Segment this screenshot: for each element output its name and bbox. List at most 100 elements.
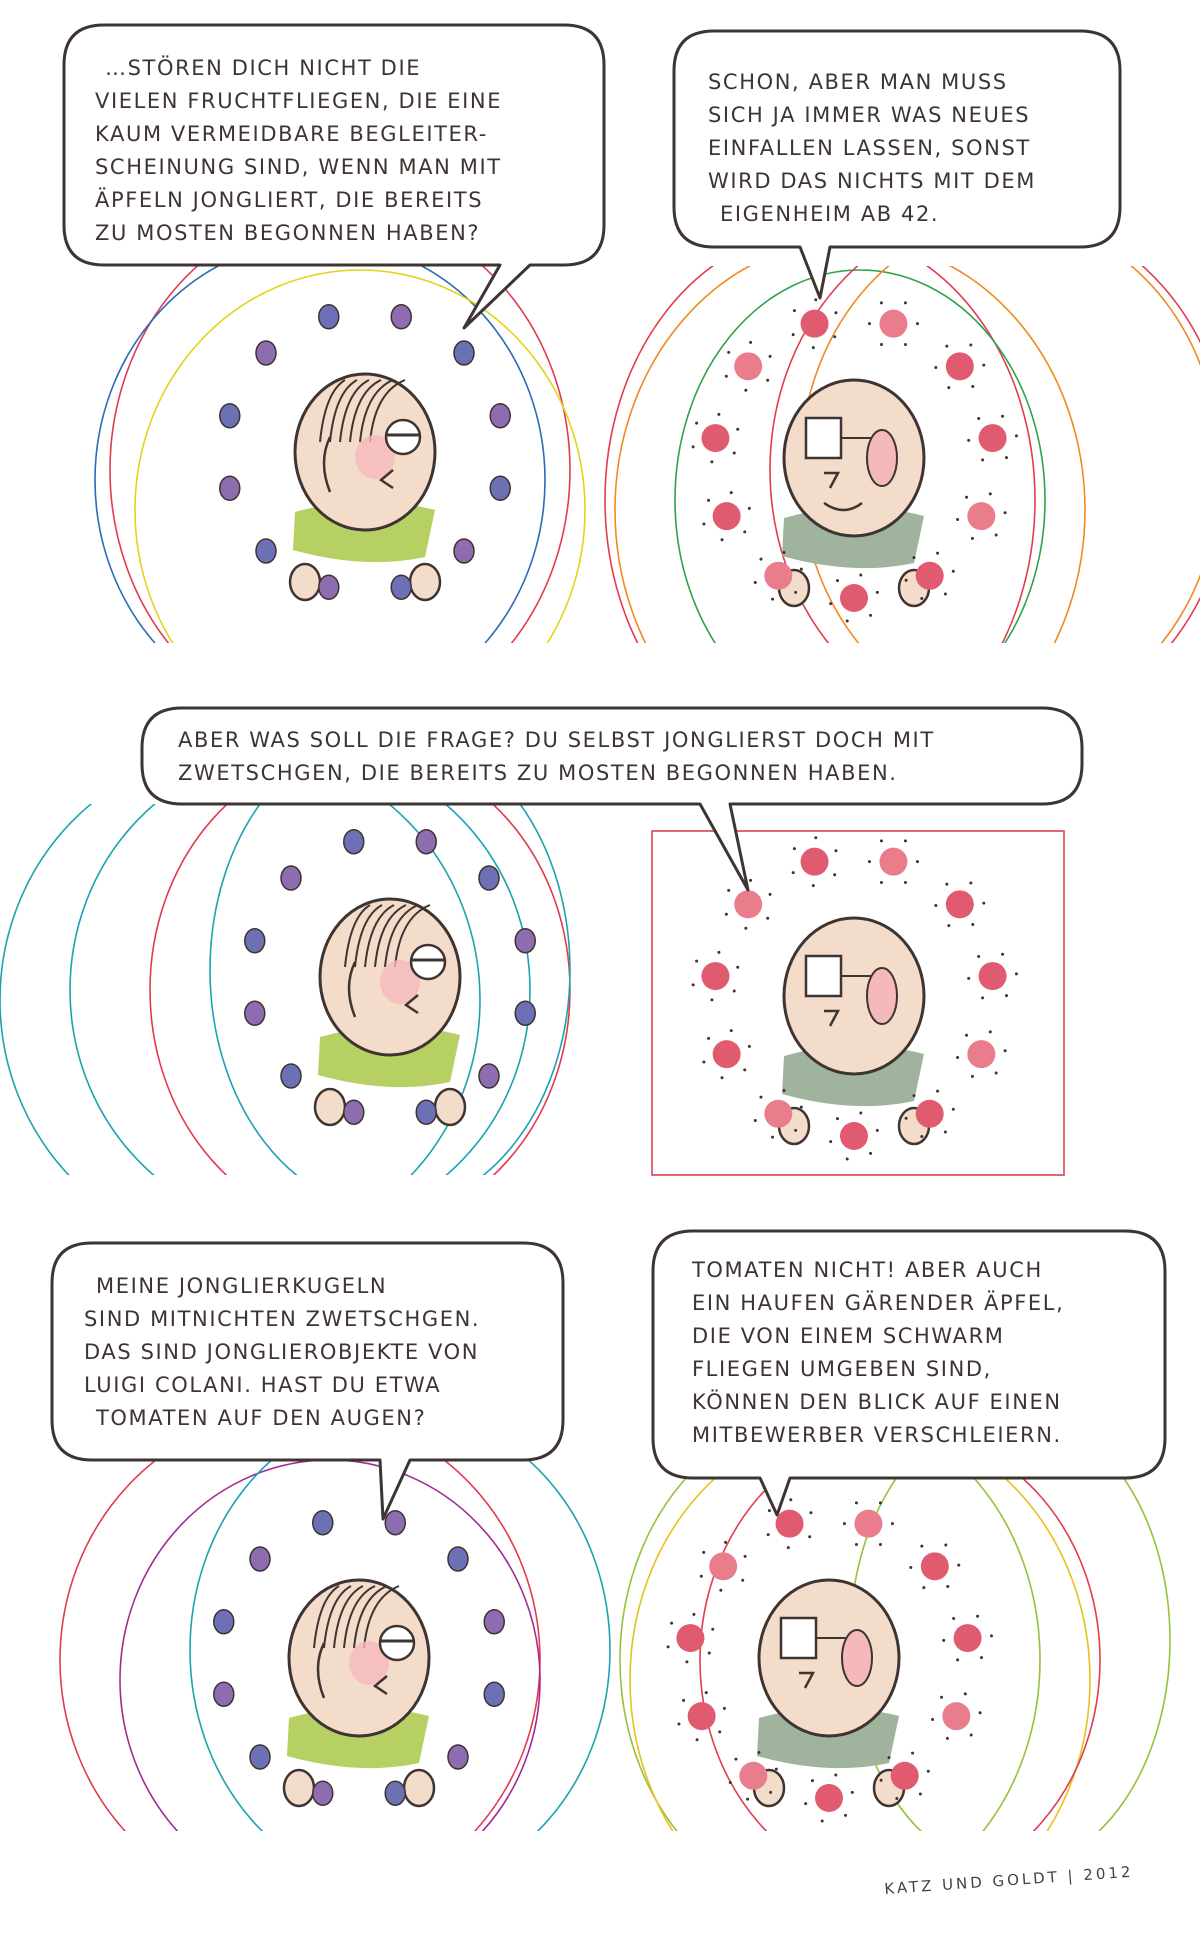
apple-ball	[945, 890, 974, 919]
mouth	[403, 994, 419, 1015]
plum-ball	[280, 865, 302, 891]
hair-line	[333, 1585, 364, 1649]
fruit-fly	[791, 871, 795, 875]
plum-ball	[318, 574, 340, 600]
fruit-fly	[833, 335, 837, 339]
fruit-fly	[976, 1614, 980, 1618]
fruit-fly	[1003, 511, 1007, 515]
fruit-fly	[850, 1790, 854, 1794]
apple-ball	[701, 424, 730, 453]
apple-ball	[945, 352, 974, 381]
fruit-fly	[931, 1718, 935, 1722]
fruit-fly	[804, 1802, 808, 1806]
colored-ring	[69, 804, 531, 1175]
apple-ball	[701, 962, 730, 991]
hair-line	[394, 904, 431, 968]
fruit-fly	[934, 365, 938, 369]
colored-ring	[134, 269, 586, 643]
fruit-fly	[963, 1692, 967, 1696]
fruit-fly	[988, 1030, 992, 1034]
fruit-fly	[879, 880, 883, 884]
apple-ball	[775, 1509, 804, 1538]
colored-ring	[189, 1460, 611, 1831]
fruit-fly	[729, 491, 733, 495]
fruit-fly	[704, 1691, 708, 1695]
fruit-fly	[911, 1751, 915, 1755]
fruit-fly	[810, 1779, 814, 1783]
hand	[288, 562, 322, 602]
apple-ball	[879, 309, 908, 338]
speech-bubble-1	[62, 23, 606, 330]
apple-ball	[942, 1702, 971, 1731]
fruit-fly	[720, 1076, 724, 1080]
colored-ring	[769, 266, 1200, 643]
fruit-fly	[717, 412, 721, 416]
fruit-fly	[744, 388, 748, 392]
fruit-fly	[732, 989, 736, 993]
apple-ball	[920, 1552, 949, 1581]
plum-ball	[219, 475, 241, 501]
hair-line	[343, 1585, 376, 1649]
fruit-fly	[792, 309, 796, 313]
fruit-fly	[767, 1509, 771, 1513]
fruit-fly	[946, 1585, 950, 1589]
fruit-fly	[685, 1660, 689, 1664]
hair-line	[339, 379, 370, 443]
apple-ball	[978, 424, 1007, 453]
apple-ball	[764, 561, 793, 590]
nose	[824, 471, 841, 489]
speech-bubble-4	[50, 1241, 565, 1521]
apple-ball	[734, 890, 763, 919]
fruit-fly	[710, 998, 714, 1002]
fruit-fly	[707, 1651, 711, 1655]
nose	[799, 1671, 816, 1689]
fruit-fly	[799, 1105, 803, 1109]
fruit-fly	[978, 1711, 982, 1715]
hair-line	[364, 904, 395, 968]
fruit-fly	[845, 1157, 849, 1161]
fruit-fly	[811, 346, 815, 350]
fruit-fly	[791, 333, 795, 337]
speech-text-1: …stören dich nicht dievielen Fruchtflieg…	[95, 56, 503, 245]
plum-ball	[390, 574, 412, 600]
apple-ball	[800, 309, 829, 338]
fruit-fly	[918, 1792, 922, 1796]
fruit-fly	[691, 445, 695, 449]
fruit-fly	[769, 1790, 773, 1794]
fruit-fly	[875, 590, 879, 594]
fruit-fly	[724, 374, 728, 378]
plum-ball	[280, 1063, 302, 1089]
fruit-fly	[951, 569, 955, 573]
fruit-fly	[982, 363, 986, 367]
fruit-fly	[774, 1767, 778, 1771]
apple-ball	[840, 1122, 868, 1150]
fruit-fly	[1004, 456, 1008, 460]
ear	[322, 436, 332, 493]
panel-frame	[651, 830, 1065, 1176]
fruit-fly	[903, 880, 907, 884]
hair-line	[353, 1585, 388, 1649]
colored-ring	[94, 266, 546, 643]
fruit-fly	[967, 976, 971, 980]
fruit-fly	[794, 590, 798, 594]
juggler-apples	[691, 298, 1018, 623]
speech-text-2: Schon, aber man musssich ja immer was Ne…	[708, 70, 1036, 226]
fruit-fly	[879, 839, 883, 843]
juggler-plums	[244, 829, 536, 1127]
fruit-fly	[666, 1645, 670, 1649]
fruit-fly	[945, 344, 949, 348]
fruit-fly	[890, 1522, 894, 1526]
fruit-fly	[702, 1060, 706, 1064]
fruit-fly	[692, 1612, 696, 1616]
plum-ball	[249, 1744, 271, 1770]
hair-line	[374, 904, 407, 968]
eye	[378, 1624, 416, 1662]
fruit-fly	[981, 996, 985, 1000]
colored-ring	[109, 266, 571, 643]
fruit-fly	[969, 343, 973, 347]
fruit-fly	[879, 342, 883, 346]
fruit-fly	[915, 322, 919, 326]
fruit-fly	[844, 1813, 848, 1817]
